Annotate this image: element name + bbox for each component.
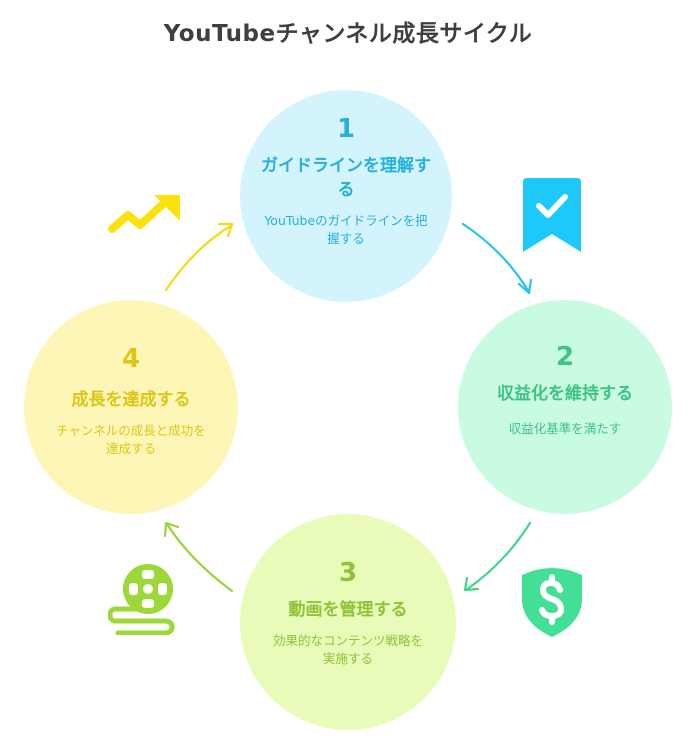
step-description: 効果的なコンテンツ戦略を実施する <box>272 633 423 666</box>
step-description: チャンネルの成長と成功を達成する <box>56 423 206 456</box>
shield-dollar-icon <box>522 568 582 637</box>
arrow-2-to-3 <box>463 521 532 592</box>
step-heading: 動画を管理する <box>288 600 408 620</box>
step-heading: 収益化を維持する <box>497 384 633 404</box>
step-number: 4 <box>121 344 141 374</box>
step-heading: 成長を達成する <box>71 390 191 410</box>
arrow-1-to-2 <box>461 222 533 295</box>
diagram-title: YouTubeチャンネル成長サイクル <box>163 21 533 47</box>
step-description: YouTubeのガイドラインを把握する <box>264 213 428 246</box>
step-description: 収益化基準を満たす <box>508 421 622 436</box>
step-number: 2 <box>555 342 575 372</box>
trend-up-icon <box>108 195 180 233</box>
bookmark-check-icon <box>523 178 581 252</box>
arrow-3-to-4 <box>163 521 234 593</box>
film-reel-icon <box>108 564 175 635</box>
step-3-circle: 3 動画を管理する 効果的なコンテンツ戦略を実施する <box>240 514 456 730</box>
step-4-circle: 4 成長を達成する チャンネルの成長と成功を達成する <box>24 300 238 514</box>
step-number: 3 <box>338 558 358 588</box>
step-number: 1 <box>336 114 356 144</box>
step-1-circle: 1 ガイドラインを理解する YouTubeのガイドラインを把握する <box>240 90 452 302</box>
step-heading: ガイドラインを理解する <box>261 156 431 200</box>
step-2-circle: 2 収益化を維持する 収益化基準を満たす <box>458 300 672 514</box>
arrow-4-to-1 <box>164 222 234 292</box>
